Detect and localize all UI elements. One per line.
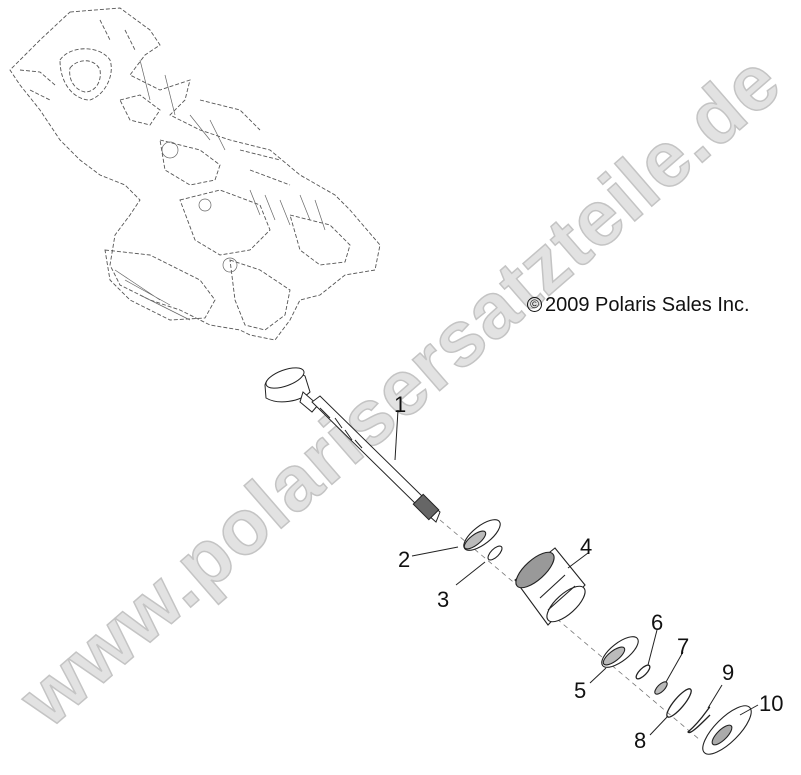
leader-3 [455,561,486,586]
callout-4: 4 [580,534,593,559]
leader-7 [665,651,684,683]
leader-8 [649,715,669,736]
leader-5 [589,667,607,684]
shaft-axis [439,519,701,741]
part-4-gear [514,547,586,626]
part-9-snap-ring [687,706,711,734]
part-3-washer [487,545,503,561]
callout-5: 5 [574,678,587,703]
callout-9: 9 [722,660,735,685]
leader-2 [411,546,459,557]
callout-7: 7 [677,634,690,659]
part-8-seal [666,688,692,718]
callout-10: 10 [759,691,784,716]
part-5-bearing [601,636,639,668]
leader-9 [707,684,723,709]
leader-1 [394,409,399,461]
part-7-washer [654,681,668,695]
part-1-shaft [264,367,441,523]
callout-8: 8 [634,728,647,753]
copyright-symbol: © [527,297,542,312]
copyright-notice: ©2009 Polaris Sales Inc. [527,294,750,317]
copyright-text: 2009 Polaris Sales Inc. [545,294,750,316]
leader-10 [739,704,759,716]
engine-housing-detail [114,59,326,321]
callout-6: 6 [651,610,664,635]
leader-4 [567,552,589,569]
callout-1: 1 [394,392,407,417]
leader-6 [647,629,658,666]
engine-housing-ghost [9,7,381,341]
callout-2: 2 [398,547,411,572]
callout-3: 3 [437,587,450,612]
part-6-ring [635,664,651,680]
part-10-cap [702,705,752,755]
part-2-bearing [463,519,501,551]
